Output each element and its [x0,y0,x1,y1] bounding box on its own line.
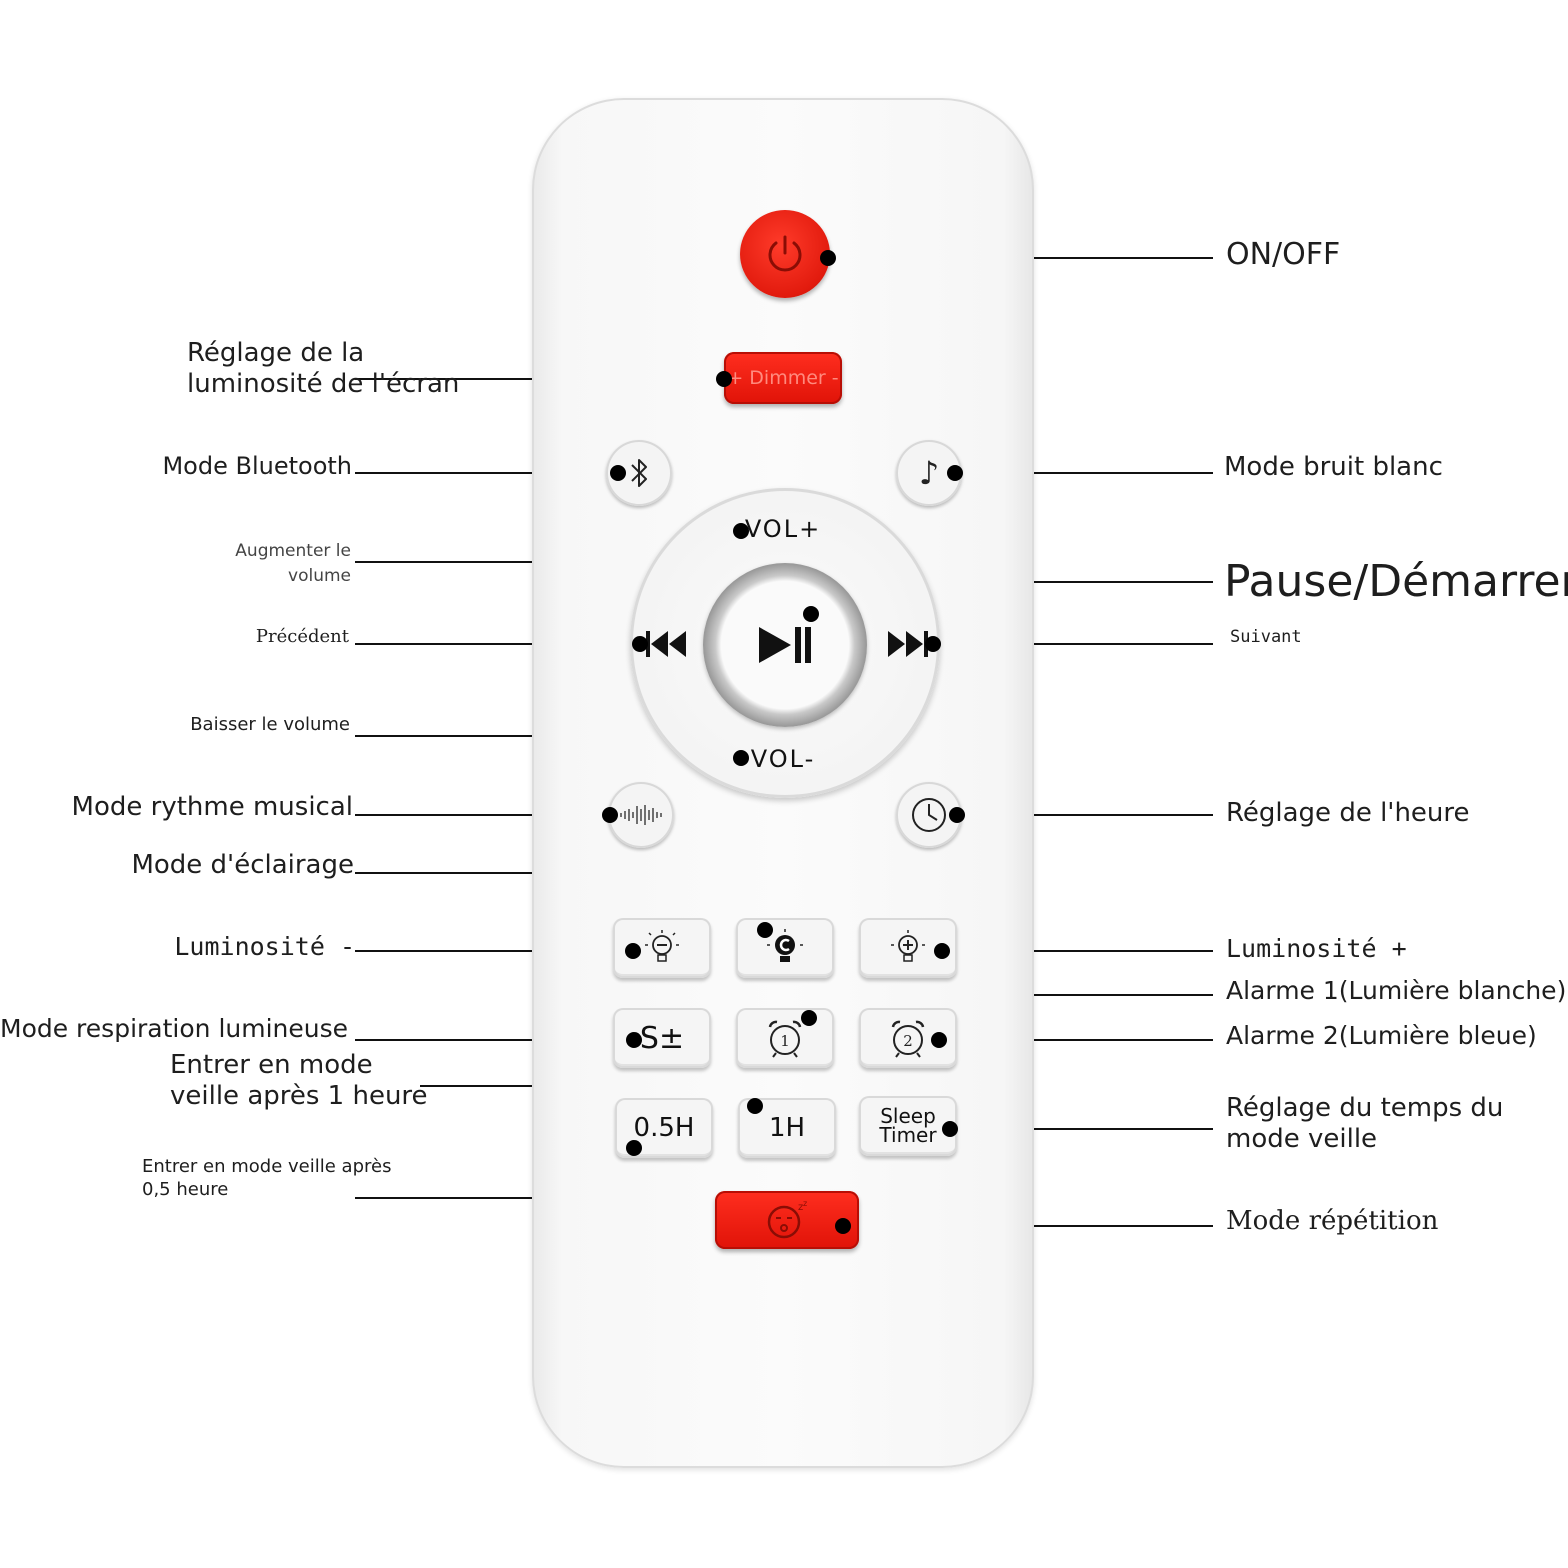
lighting-mode-button[interactable] [736,918,834,978]
label-vol-down: Baisser le volume [190,714,350,735]
svg-text:z: z [798,1202,803,1213]
sleep-timer-label-1: Sleep [880,1104,936,1128]
breathing-mode-label: S± [639,1020,685,1056]
alarm2-number: 2 [903,1032,913,1050]
label-brightness-minus: Luminosité - [174,932,355,961]
label-music-rhythm: Mode rythme musical [71,792,353,822]
label-sleep-timer-line1: Réglage du temps du [1226,1093,1504,1123]
volume-up-label: VOL+ [744,515,822,543]
bluetooth-button[interactable] [606,440,672,506]
label-sleep-1h-line1: Entrer en mode [170,1050,373,1080]
label-snooze: Mode répétition [1226,1206,1439,1236]
snooze-button[interactable]: z z [715,1191,859,1249]
label-alarm2: Alarme 2(Lumière bleue) [1226,1021,1537,1050]
svg-text:z: z [803,1200,807,1208]
play-pause-icon [759,627,811,663]
label-dimmer-line1: Réglage de la [187,338,365,368]
volume-up-button[interactable]: VOL+ [738,512,828,546]
play-pause-button[interactable] [703,563,867,727]
sleep-timer-label-2: Timer [879,1123,937,1147]
label-vol-up-line2: volume [288,566,351,586]
bulb-plus-icon [891,930,925,962]
label-previous: Précédent [255,626,349,647]
breathing-mode-button[interactable]: S± [613,1008,711,1068]
brightness-plus-button[interactable] [859,918,957,978]
label-lighting-mode: Mode d'éclairage [131,850,354,880]
next-button[interactable] [880,622,934,666]
sleeping-face-icon: z z [767,1200,807,1239]
label-white-noise: Mode bruit blanc [1224,452,1443,482]
time-setting-button[interactable] [896,782,962,848]
sleep-05h-button[interactable]: 0.5H [615,1098,713,1158]
brightness-minus-button[interactable] [613,918,711,978]
sleep-1h-button[interactable]: 1H [738,1098,836,1158]
alarm-clock-2-icon: 2 [891,1020,925,1058]
sleep-05h-label: 0.5H [633,1113,695,1143]
volume-down-button[interactable]: VOL- [738,742,828,776]
music-note-icon: ♪ [918,454,940,492]
label-vol-up-line1: Augmenter le [235,541,351,561]
bulb-minus-icon [645,930,679,962]
dimmer-button[interactable]: + Dimmer - [724,352,842,404]
label-sleep-05h-line2: 0,5 heure [142,1179,229,1200]
white-noise-button[interactable]: ♪ [896,440,962,506]
alarm1-number: 1 [780,1032,790,1050]
alarm1-button[interactable]: 1 [736,1008,834,1068]
sound-wave-icon [620,805,662,825]
label-brightness-plus: Luminosité + [1226,934,1407,963]
label-dimmer-line2: luminosité de l'écran [187,369,460,399]
clock-icon [912,798,946,832]
label-bluetooth: Mode Bluetooth [162,452,352,480]
power-icon [768,235,802,272]
label-sleep-1h-line2: veille après 1 heure [170,1081,428,1111]
label-breathing: Mode respiration lumineuse [0,1014,349,1043]
previous-button[interactable] [640,622,694,666]
volume-down-label: VOL- [750,745,816,773]
label-time-setting: Réglage de l'heure [1226,798,1470,828]
label-sleep-05h-line1: Entrer en mode veille après [142,1156,392,1177]
sleep-timer-button[interactable]: Sleep Timer [859,1096,957,1156]
alarm-clock-1-icon: 1 [768,1020,802,1058]
bulb-mode-icon [767,929,803,962]
music-rhythm-button[interactable] [608,782,674,848]
label-sleep-timer-line2: mode veille [1226,1124,1378,1154]
dimmer-button-label: + Dimmer - [727,367,839,389]
sleep-1h-label: 1H [768,1113,806,1143]
next-icon [888,631,928,657]
previous-icon [646,631,686,657]
bluetooth-icon [631,459,647,487]
label-alarm1: Alarme 1(Lumière blanche) [1226,976,1567,1005]
label-play-pause: Pause/Démarrer [1224,556,1568,607]
label-on-off: ON/OFF [1226,237,1341,272]
alarm2-button[interactable]: 2 [859,1008,957,1068]
power-button[interactable] [740,210,830,298]
label-next: Suivant [1230,627,1302,647]
